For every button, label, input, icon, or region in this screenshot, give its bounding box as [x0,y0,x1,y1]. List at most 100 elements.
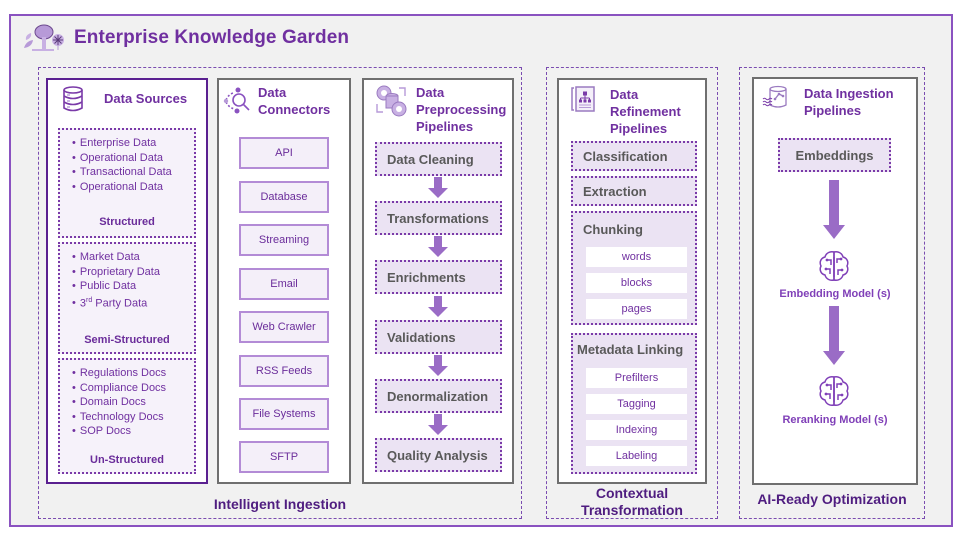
structured-source-list: Enterprise Data Operational Data Transac… [72,136,172,194]
step-denormalization[interactable]: Denormalization [375,379,502,413]
panel-title: Data Sources [104,91,188,106]
metadata-labeling[interactable]: Labeling [586,446,687,466]
arrow-down-icon [428,236,448,257]
connectors-title: Data Connectors [258,84,330,118]
connector-rss-feeds[interactable]: RSS Feeds [239,355,329,387]
arrow-down-icon [823,180,845,239]
step-data-cleaning[interactable]: Data Cleaning [375,142,502,176]
embedding-model-label: Embedding Model (s) [779,288,891,300]
metadata-linking-label: Metadata Linking [577,342,684,357]
database-icon [63,86,83,112]
step-enrichments[interactable]: Enrichments [375,260,502,294]
list-item: Transactional Data [72,165,172,180]
semi-structured-sources-box: Market Data Proprietary Data Public Data… [58,242,196,354]
list-item: Public Data [72,279,160,294]
header: Enterprise Knowledge Garden [20,22,349,54]
group-label-ai-ready-optimization: AI-Ready Optimization [757,491,907,507]
list-item-text: Party Data [95,297,148,310]
group-label-line1: Contextual [595,485,669,501]
arrow-down-icon [428,355,448,376]
metadata-indexing[interactable]: Indexing [586,420,687,440]
group-label-intelligent-ingestion: Intelligent Ingestion [213,496,347,512]
title-line: Connectors [258,102,331,117]
list-item: Compliance Docs [72,381,166,396]
list-item: SOP Docs [72,424,166,439]
connector-search-icon [223,87,250,114]
list-item: Operational Data [72,180,172,195]
structured-sources-box: Enterprise Data Operational Data Transac… [58,128,196,238]
group-intelligent-ingestion [38,67,522,519]
connector-web-crawler[interactable]: Web Crawler [239,311,329,343]
chunking-label: Chunking [583,222,643,237]
connector-email[interactable]: Email [239,268,329,300]
data-lake-icon [762,85,787,108]
connector-streaming[interactable]: Streaming [239,224,329,256]
title-line: Data [610,87,639,102]
connector-sftp[interactable]: SFTP [239,441,329,473]
data-ingestion-header: Data Ingestion Pipelines [762,85,894,119]
step-embeddings[interactable]: Embeddings [778,138,891,172]
ordinal-number: 3 [79,297,86,310]
step-validations[interactable]: Validations [375,320,502,354]
brain-circuit-icon [819,251,849,281]
title-line: Data Ingestion [804,86,894,101]
title-line: Pipelines [804,103,862,118]
ordinal-suffix: rd [85,296,93,304]
data-preprocessing-header: Data Preprocessing Pipelines [374,84,506,135]
metadata-prefilters[interactable]: Prefilters [586,368,687,388]
chunk-pages[interactable]: pages [586,299,687,319]
title-line: Pipelines [610,121,668,136]
group-ai-ready-optimization [739,67,925,519]
connector-file-systems[interactable]: File Systems [239,398,329,430]
title-line: Refinement [610,104,681,119]
reranking-model-label: Reranking Model (s) [782,414,888,426]
arrow-down-icon [428,414,448,435]
ingestion-title: Data Ingestion Pipelines [804,85,894,119]
connector-database[interactable]: Database [239,181,329,213]
list-item: Market Data [72,250,160,265]
connector-api[interactable]: API [239,137,329,169]
preprocessing-title: Data Preprocessing Pipelines [416,84,506,135]
unstructured-sources-box: Regulations Docs Compliance Docs Domain … [58,358,196,474]
arrow-down-icon [428,296,448,317]
step-quality-analysis[interactable]: Quality Analysis [375,438,502,472]
title-line: Preprocessing [416,102,507,117]
document-hierarchy-icon [571,86,595,112]
step-classification[interactable]: Classification [571,141,697,171]
unstructured-label: Un-Structured [90,454,164,466]
step-extraction[interactable]: Extraction [571,176,697,206]
gears-database-icon [376,85,407,117]
structured-label: Structured [99,216,155,228]
metadata-linking-box: Metadata Linking Prefilters Tagging Inde… [571,333,697,474]
brain-circuit-icon [819,376,849,406]
chunk-blocks[interactable]: blocks [586,273,687,293]
refinement-title: Data Refinement Pipelines [610,86,681,137]
group-contextual-transformation [546,67,718,519]
arrow-down-icon [823,306,845,365]
data-sources-header: Data Sources [62,86,187,112]
semi-structured-label: Semi-Structured [84,334,170,346]
semi-structured-source-list: Market Data Proprietary Data Public Data… [72,250,160,311]
group-label-line2: Transformation [581,502,683,518]
list-item: Domain Docs [72,395,166,410]
arrow-down-icon [428,177,448,198]
metadata-tagging[interactable]: Tagging [586,394,687,414]
data-sources-panel: Data Sources Enterprise Data Operational… [46,78,208,484]
chunking-box: Chunking words blocks pages [571,211,697,325]
list-item: Enterprise Data [72,136,172,151]
group-label-contextual-transformation: Contextual Transformation [546,485,718,519]
title-line: Pipelines [416,119,474,134]
step-transformations[interactable]: Transformations [375,201,502,235]
data-connectors-header: Data Connectors [222,84,330,118]
title-line: Data [258,85,287,100]
title-line: Data [416,85,445,100]
unstructured-source-list: Regulations Docs Compliance Docs Domain … [72,366,166,439]
list-item: Proprietary Data [72,265,160,280]
garden-logo-icon [24,24,64,51]
list-item: Operational Data [72,151,172,166]
chunk-words[interactable]: words [586,247,687,267]
data-refinement-header: Data Refinement Pipelines [570,86,681,137]
list-item: Regulations Docs [72,366,166,381]
list-item: 3rd Party Data [72,294,160,311]
list-item: Technology Docs [72,410,166,425]
